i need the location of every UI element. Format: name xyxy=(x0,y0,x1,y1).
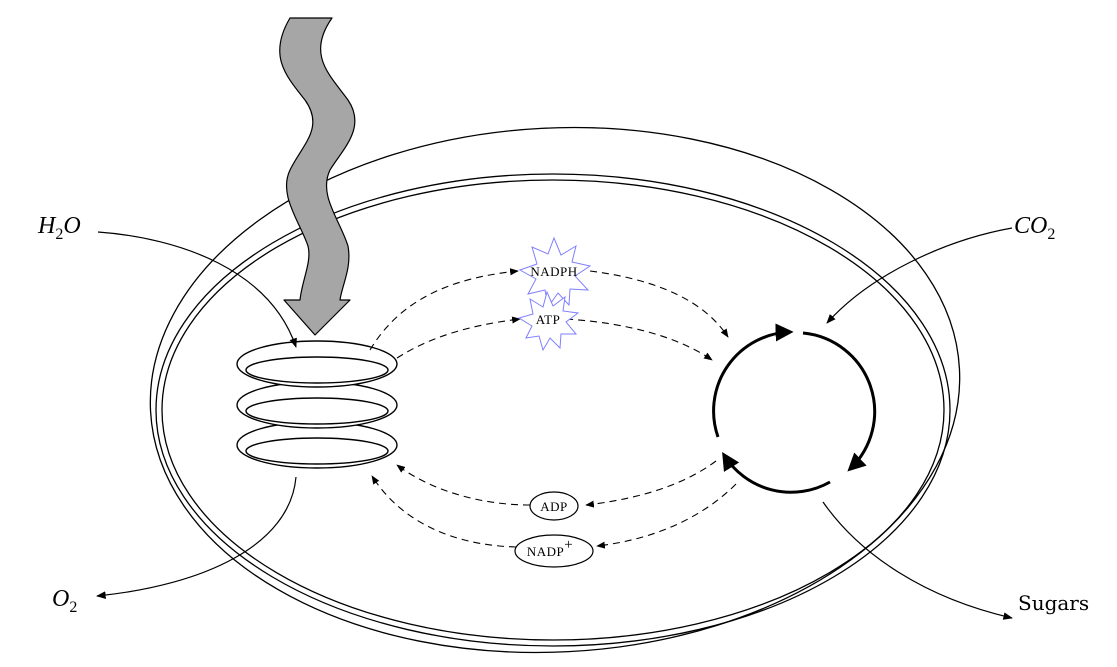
to-nadph-arrow xyxy=(369,268,519,351)
co2-label: CO2 xyxy=(1014,213,1055,243)
nadph-to-cycle-arrow xyxy=(589,270,729,338)
h2o-label-main: H xyxy=(37,213,57,239)
flow-arrows xyxy=(96,227,1013,620)
o2-label-main: O xyxy=(52,586,69,612)
co2-label-sub: 2 xyxy=(1047,226,1055,243)
to-atp-arrow xyxy=(396,316,521,359)
inner-membrane-outer xyxy=(155,173,951,647)
outer-membrane xyxy=(149,126,961,654)
inner-membrane-inner xyxy=(161,179,945,641)
h2o-label-sub: 2 xyxy=(55,226,63,243)
nadp-to-stack-arrow xyxy=(371,475,517,548)
thylakoid-stack xyxy=(236,340,398,469)
nadp-label: NADP+ xyxy=(527,537,573,559)
adp-node: ADP xyxy=(529,491,579,521)
atp-label: ATP xyxy=(536,312,561,327)
h2o-label-rest: O xyxy=(63,213,80,239)
atp-star xyxy=(517,290,580,352)
adp-to-stack-arrow xyxy=(396,464,531,506)
h2o-label: H2O xyxy=(37,213,81,243)
calvin-arc-left xyxy=(712,323,794,438)
o2-label: O2 xyxy=(52,586,77,616)
calvin-arc-right xyxy=(802,331,877,472)
thylakoid-disc-top xyxy=(236,340,398,388)
o2-label-sub: 2 xyxy=(69,599,77,616)
adp-label: ADP xyxy=(540,499,568,514)
nadp-label-sup: + xyxy=(564,537,573,553)
nadph-node: NADPH xyxy=(518,236,592,309)
atp-to-cycle-arrow xyxy=(565,318,713,361)
dashed-arrows xyxy=(369,268,737,549)
light-arrow xyxy=(279,17,356,336)
o2-arrow xyxy=(96,476,297,599)
nadp-ellipse xyxy=(514,534,594,568)
co2-label-main: CO xyxy=(1014,213,1047,239)
adp-ellipse xyxy=(529,491,579,521)
cycle-to-adp-arrow xyxy=(585,460,717,508)
nadp-label-main: NADP xyxy=(527,544,564,559)
h2o-arrow xyxy=(97,231,297,348)
sugars-label: Sugars xyxy=(1018,591,1089,615)
calvin-cycle xyxy=(712,323,877,494)
cycle-to-nadp-arrow xyxy=(596,483,737,549)
atp-node: ATP xyxy=(517,290,580,352)
nadp-node: NADP+ xyxy=(514,534,594,568)
nadph-label: NADPH xyxy=(530,264,577,279)
calvin-arc-bottom xyxy=(722,451,831,494)
chloroplast-membranes xyxy=(149,126,961,654)
co2-arrow xyxy=(826,227,1013,324)
sugars-arrow xyxy=(822,501,1013,620)
thylakoid-disc-middle xyxy=(236,381,398,429)
thylakoid-disc-bottom xyxy=(236,421,398,469)
nadph-star xyxy=(518,236,592,309)
